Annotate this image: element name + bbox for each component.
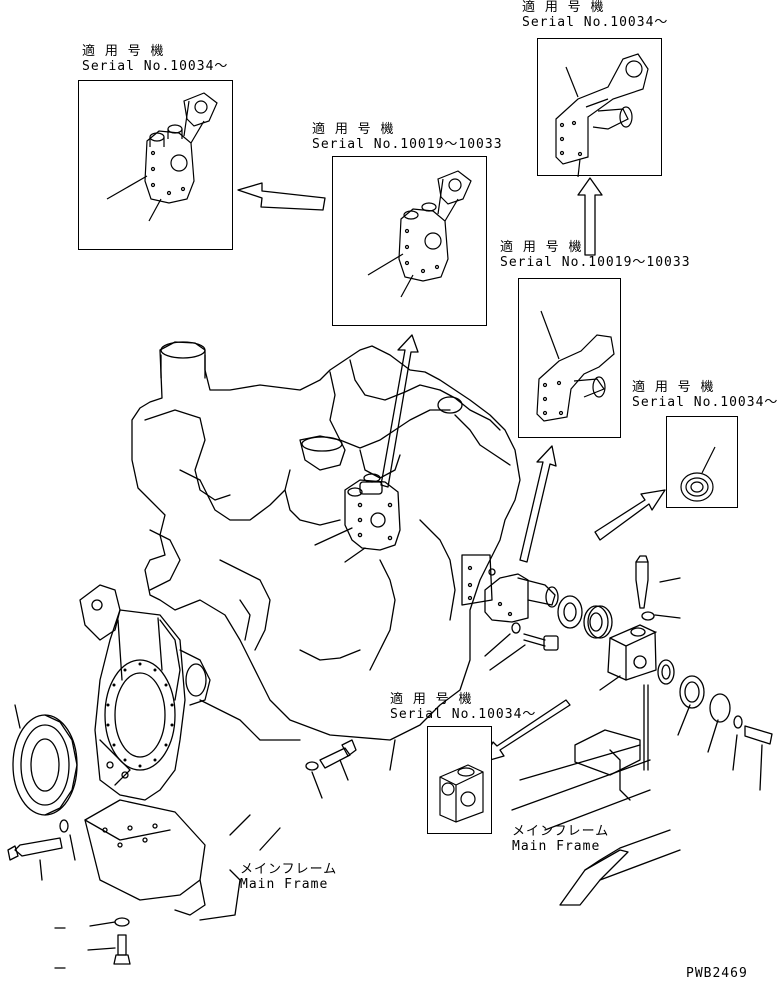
callout-6-block-drawing (439, 764, 484, 823)
main-frame-label-right-jp: メインフレーム (512, 824, 610, 839)
main-frame-label-left-jp: メインフレーム (240, 862, 338, 877)
middle-bolt (305, 739, 357, 799)
callout-6-serial: Serial No.10034〜 (390, 707, 537, 722)
lower-bracket-plate (84, 799, 281, 921)
main-frame-label-left: メインフレーム Main Frame (240, 862, 337, 892)
engine-outline (131, 341, 521, 741)
callout-3-box (537, 38, 662, 177)
callout-5-washer-drawing (680, 446, 716, 502)
callout-1-label: 適 用 号 機 Serial No.10034〜 (82, 44, 228, 74)
callout-2-bracket-drawing (367, 170, 472, 298)
callout-2-serial: Serial No.10019〜10033 (312, 137, 503, 152)
callout-3-label: 適 用 号 機 Serial No.10034〜 (522, 0, 668, 30)
callout-5-box (666, 416, 738, 508)
callout-4-trunnion-drawing (536, 310, 615, 422)
callout-1-box (78, 80, 233, 250)
callout-6-label: 適 用 号 機 Serial No.10034〜 (390, 692, 536, 722)
drawing-code: PWB2469 (686, 966, 748, 981)
bottom-left-bolts (7, 819, 131, 969)
callout-4-applicable-label: 適 用 号 機 (500, 240, 583, 255)
main-frame-label-left-en: Main Frame (240, 877, 329, 892)
main-frame-label-right-en: Main Frame (512, 839, 601, 854)
callout-3-serial: Serial No.10034〜 (522, 15, 669, 30)
callout-2-box (332, 156, 487, 326)
flywheel-housing (79, 584, 211, 801)
callout-5-serial: Serial No.10034〜 (632, 395, 779, 410)
callout-4-box (518, 278, 621, 438)
main-frame-label-right: メインフレーム Main Frame (512, 824, 609, 854)
callout-arrows (237, 177, 666, 763)
main-frame-right (559, 829, 681, 906)
callout-2-applicable-label: 適 用 号 機 (312, 122, 395, 137)
callout-1-bracket-drawing (106, 92, 218, 222)
callout-3-applicable-label: 適 用 号 機 (522, 0, 605, 15)
callout-3-trunnion-drawing (555, 53, 649, 177)
callout-5-applicable-label: 適 用 号 機 (632, 380, 715, 395)
callout-1-serial: Serial No.10034〜 (82, 59, 229, 74)
callout-4-label: 適 用 号 機 Serial No.10019〜10033 (500, 240, 691, 270)
callout-2-label: 適 用 号 機 Serial No.10019〜10033 (312, 122, 503, 152)
callout-4-serial: Serial No.10019〜10033 (500, 255, 691, 270)
leader-lines (389, 739, 396, 771)
front-engine-mount-bracket (314, 473, 401, 563)
left-seal-ring (12, 704, 78, 816)
right-side-block-assembly (511, 555, 773, 831)
rear-mount-trunnion (461, 554, 613, 671)
callout-6-applicable-label: 適 用 号 機 (390, 692, 473, 707)
callout-1-applicable-label: 適 用 号 機 (82, 44, 165, 59)
callout-6-box (427, 726, 492, 834)
callout-5-label: 適 用 号 機 Serial No.10034〜 (632, 380, 778, 410)
